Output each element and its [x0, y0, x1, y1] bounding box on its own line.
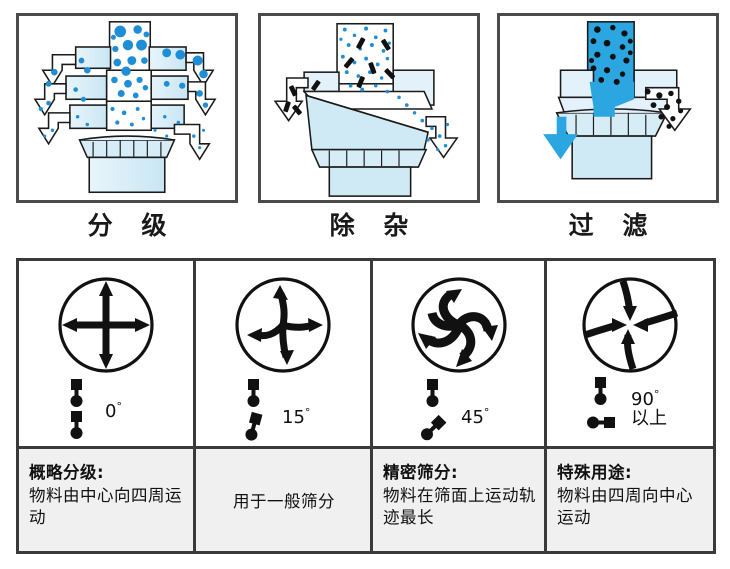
description-body-45deg: 物料在筛面上运动轨迹最长	[383, 486, 536, 527]
angle-label-45deg: 45°	[461, 406, 490, 428]
description-cell-15deg: 用于一般筛分	[196, 446, 370, 551]
impurity-removal-illustration	[273, 22, 459, 197]
motion-column-15deg: 15° 用于一般筛分	[196, 261, 373, 551]
description-title-0deg: 概略分级:	[29, 463, 105, 482]
eccentric-weight-indicator-45deg	[420, 379, 447, 441]
panel-impurity-removal	[258, 13, 480, 203]
motion-cell-45deg: 45°	[373, 261, 544, 446]
motion-cell-90deg: 90° 以上	[547, 261, 713, 446]
eccentric-weight-indicator-0deg	[70, 379, 83, 439]
description-cell-45deg: 精密筛分: 物料在筛面上运动轨迹最长	[373, 446, 544, 551]
description-title-45deg: 精密筛分:	[383, 463, 459, 482]
cross-four-way-arrows-icon	[58, 277, 154, 373]
machine-panels-row: 分 级 除 杂 过 滤	[0, 0, 730, 248]
angle-label-extra-90deg: 以上	[631, 407, 667, 429]
description-body-0deg: 物料由中心向四周运动	[29, 486, 182, 527]
motion-cell-0deg: 0°	[19, 261, 193, 446]
description-body-90deg: 物料由四周向中心运动	[557, 486, 693, 527]
motion-pattern-grid: 0° 概略分级: 物料由中心向四周运动	[19, 261, 713, 551]
motion-column-45deg: 45° 精密筛分: 物料在筛面上运动轨迹最长	[373, 261, 547, 551]
triple-spiral-arrows-icon	[410, 277, 507, 373]
motion-cell-15deg: 15°	[196, 261, 370, 446]
curved-three-way-arrows-icon	[235, 277, 331, 373]
motion-pattern-table: 0° 概略分级: 物料由中心向四周运动	[16, 258, 716, 554]
motion-column-90deg: 90° 以上 特殊用途: 物料由四周向中心运动	[547, 261, 713, 551]
eccentric-weight-indicator-15deg	[245, 379, 263, 441]
grading-illustration	[33, 21, 217, 194]
description-cell-0deg: 概略分级: 物料由中心向四周运动	[19, 446, 193, 551]
angle-label-0deg: 0°	[105, 400, 122, 422]
description-title-90deg: 特殊用途:	[557, 463, 633, 482]
panel-caption-filtration: 过 滤	[568, 211, 658, 240]
panel-grading	[16, 13, 238, 203]
panel-caption-grading: 分 级	[87, 211, 177, 240]
panel-filtration	[497, 13, 719, 203]
filtration-illustration	[543, 21, 692, 180]
inward-converging-arrows-icon	[582, 277, 679, 373]
angle-label-90deg: 90° 以上	[631, 388, 667, 429]
eccentric-weight-indicator-90deg	[587, 377, 615, 429]
description-cell-90deg: 特殊用途: 物料由四周向中心运动	[547, 446, 713, 551]
panel-caption-impurity-removal: 除 杂	[329, 211, 419, 240]
motion-column-0deg: 0° 概略分级: 物料由中心向四周运动	[19, 261, 196, 551]
angle-label-15deg: 15°	[282, 406, 311, 428]
description-body-15deg: 用于一般筛分	[233, 492, 335, 512]
